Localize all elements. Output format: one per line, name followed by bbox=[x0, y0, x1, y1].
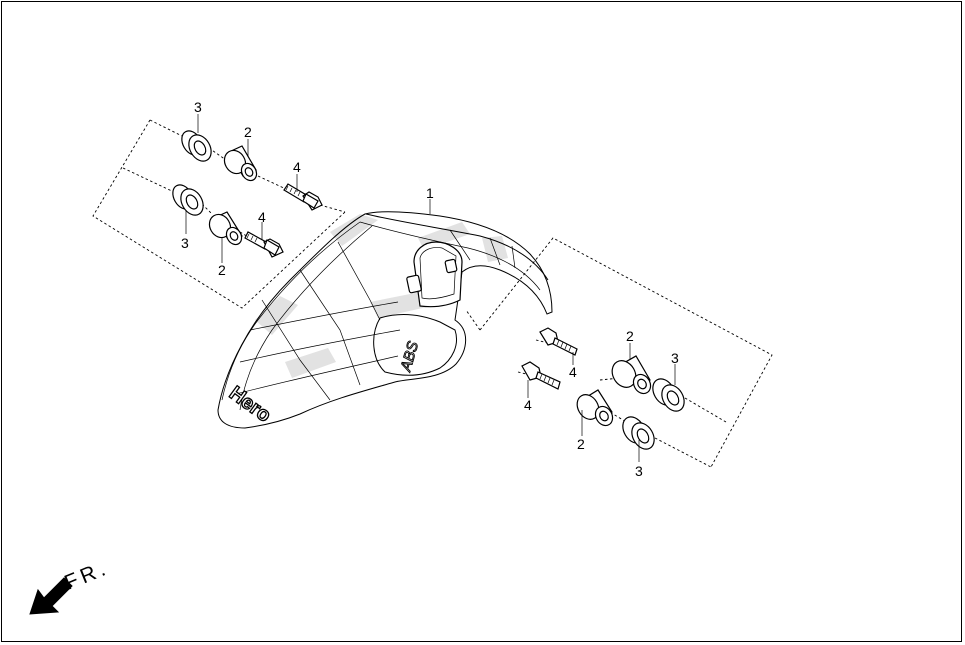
grommet-right-upper bbox=[652, 378, 685, 412]
direction-label: FR. bbox=[61, 556, 112, 594]
callout-grommet-left-lower: 3 bbox=[181, 235, 189, 251]
callout-bolt-right-upper: 4 bbox=[569, 364, 577, 380]
fender-brand-logo: Hero bbox=[225, 382, 275, 427]
bolt-left-lower bbox=[244, 231, 284, 258]
leader-lines bbox=[185, 114, 676, 462]
collar-right-upper bbox=[611, 355, 652, 395]
callout-collar-left-lower: 2 bbox=[218, 262, 226, 278]
right-assembly-guide bbox=[465, 237, 773, 468]
callout-fender: 1 bbox=[426, 185, 434, 201]
grommet-left-lower bbox=[172, 184, 204, 216]
arrow-down-left-icon bbox=[29, 577, 73, 615]
callout-collar-right-upper: 2 bbox=[626, 328, 634, 344]
callout-bolt-right-lower: 4 bbox=[524, 397, 532, 413]
callout-collar-left-upper: 2 bbox=[244, 124, 252, 140]
front-direction-indicator: FR. bbox=[29, 556, 112, 615]
grommet-left-upper bbox=[181, 130, 212, 162]
bolt-right-lower bbox=[521, 361, 561, 390]
collar-left-upper bbox=[223, 145, 258, 182]
callout-grommet-right-lower: 3 bbox=[635, 463, 643, 479]
collar-right-lower bbox=[576, 389, 614, 427]
left-assembly-guide bbox=[92, 119, 346, 309]
callout-labels: 1 3 2 4 3 2 4 2 3 4 4 2 3 bbox=[181, 99, 679, 479]
callout-grommet-right-upper: 3 bbox=[671, 350, 679, 366]
callout-grommet-left-upper: 3 bbox=[194, 99, 202, 115]
collar-left-lower bbox=[208, 211, 243, 246]
bolt-right-upper bbox=[539, 327, 578, 356]
callout-bolt-left-lower: 4 bbox=[258, 209, 266, 225]
fender-abs-badge: ABS bbox=[397, 340, 422, 374]
callout-collar-right-lower: 2 bbox=[577, 436, 585, 452]
bolt-left-upper bbox=[283, 183, 323, 211]
callout-bolt-left-upper: 4 bbox=[293, 159, 301, 175]
grommet-right-lower bbox=[622, 416, 655, 450]
